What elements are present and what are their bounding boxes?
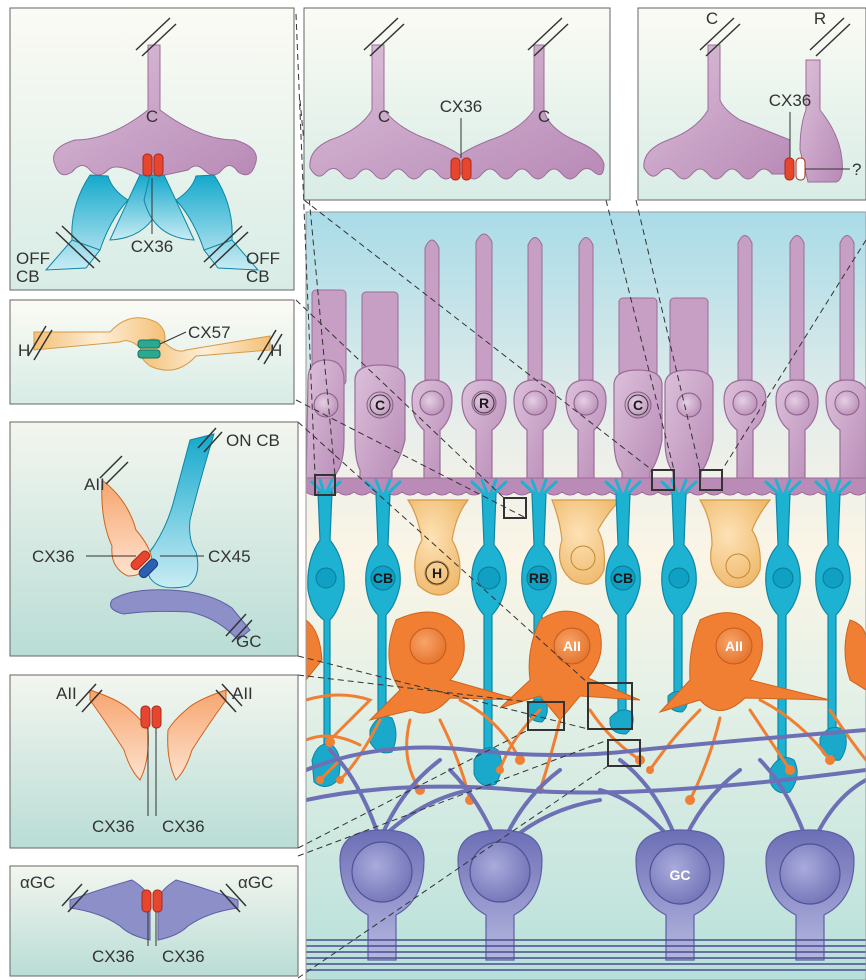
inset3-rod-label: R (814, 9, 826, 28)
inset6-cx36-left-label: CX36 (92, 817, 135, 836)
inset4-right-label: H (270, 341, 282, 360)
label-rod: R (479, 395, 489, 411)
inset2-cx36-label: CX36 (440, 97, 483, 116)
inset4-cx57-label: CX57 (188, 323, 231, 342)
inset6-left-label: AII (56, 684, 77, 703)
inset5-aii-label: AII (84, 475, 105, 494)
label-aii-2: AII (725, 638, 743, 654)
inset4-left-label: H (18, 341, 30, 360)
inset6-cx36-right-label: CX36 (162, 817, 205, 836)
inset-gc-gc: αGC αGC CX36 CX36 (10, 866, 298, 976)
label-cone-bipolar-2: CB (613, 570, 633, 586)
inset3-cone-label: C (706, 9, 718, 28)
inset7-cx36-right-label: CX36 (162, 947, 205, 966)
inset1-cone-label: C (146, 107, 158, 126)
inset3-cx36-label: CX36 (769, 91, 812, 110)
label-horizontal: H (432, 565, 442, 581)
inset-aii-aii: AII AII CX36 CX36 (10, 675, 298, 848)
inset7-cx36-left-label: CX36 (92, 947, 135, 966)
inset1-cx36-label: CX36 (131, 237, 174, 256)
inset-aii-oncb: ON CB AII CX36 CX45 GC (10, 422, 298, 656)
retina-cross-section: C R C CB H RB CB AII AII GC (306, 212, 866, 980)
label-cone-2: C (633, 397, 643, 413)
label-ganglion: GC (670, 867, 691, 883)
inset-horizontal: H H CX57 (10, 300, 294, 404)
label-cone-bipolar-1: CB (373, 570, 393, 586)
inset2-left-cone-label: C (378, 107, 390, 126)
inset-cone-rod: C R CX36 ? (638, 8, 866, 200)
inset2-right-cone-label: C (538, 107, 550, 126)
inset5-oncb-label: ON CB (226, 431, 280, 450)
inset7-right-label: αGC (238, 873, 273, 892)
inset-cone-cone: C C CX36 (304, 8, 610, 200)
label-rod-bipolar: RB (529, 570, 549, 586)
label-aii-1: AII (563, 638, 581, 654)
inset5-cx45-label: CX45 (208, 547, 251, 566)
label-cone-1: C (375, 397, 385, 413)
inset5-cx36-label: CX36 (32, 547, 75, 566)
inset7-left-label: αGC (20, 873, 55, 892)
inset3-unknown-label: ? (852, 160, 861, 179)
inset6-right-label: AII (232, 684, 253, 703)
inset5-gc-label: GC (236, 632, 262, 651)
